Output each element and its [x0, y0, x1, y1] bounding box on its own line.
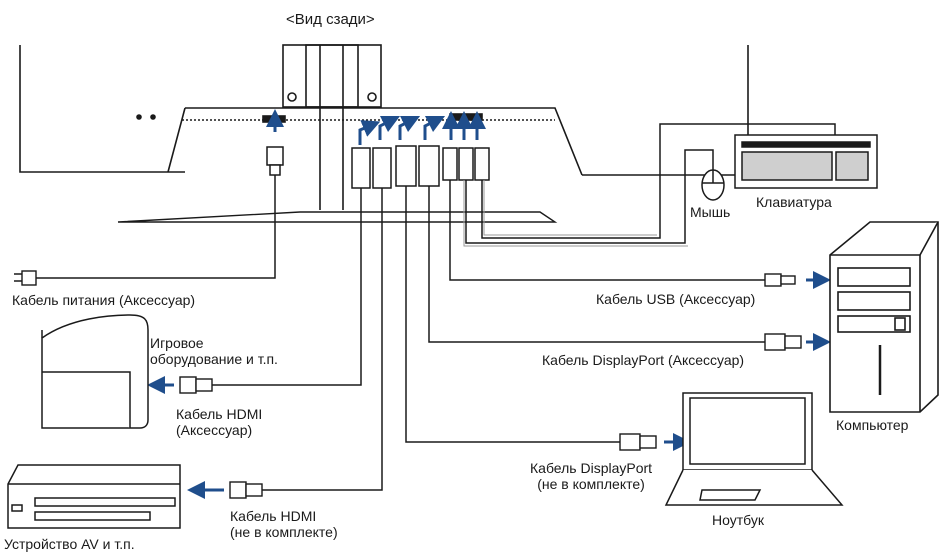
dp-cable-not-included-label: Кабель DisplayPort (не в комплекте)	[530, 460, 653, 492]
av-device-icon	[7, 464, 181, 529]
keyboard-label: Клавиатура	[756, 194, 832, 210]
keyboard-icon	[734, 134, 878, 189]
arrow-icon	[266, 109, 486, 145]
cables	[35, 123, 836, 491]
pc-tower-icon	[829, 221, 939, 413]
hdmi-cable-accessory-label: Кабель HDMI (Аксессуар)	[176, 406, 263, 438]
av-device-label: Устройство AV и т.п.	[4, 536, 135, 552]
computer-label: Компьютер	[836, 417, 909, 433]
mouse-icon	[701, 169, 725, 201]
laptop-icon	[664, 392, 844, 506]
game-console-icon	[41, 314, 149, 429]
direction-arrows	[147, 271, 831, 499]
usb-plug-icon	[442, 147, 458, 181]
game-device-label: Игровое оборудование и т.п.	[150, 335, 278, 367]
displayport-plug-icon	[395, 145, 417, 187]
cables-outline	[463, 180, 688, 247]
hdmi-plug-icon	[351, 147, 371, 189]
mouse-label: Мышь	[690, 204, 731, 220]
connector-plugs	[266, 145, 490, 189]
power-cable-label: Кабель питания (Аксессуар)	[12, 292, 196, 308]
monitor-rear-icon	[19, 44, 749, 223]
usb-cable-label: Кабель USB (Аксессуар)	[596, 291, 756, 307]
dp-cable-accessory-label: Кабель DisplayPort (Аксессуар)	[542, 352, 745, 368]
power-plug-icon	[14, 270, 37, 286]
hdmi-cable-not-included-label: Кабель HDMI (не в комплекте)	[230, 508, 338, 540]
diagram-title: <Вид сзади>	[286, 11, 375, 28]
cable-end-plugs	[179, 273, 802, 499]
laptop-label: Ноутбук	[712, 512, 764, 528]
